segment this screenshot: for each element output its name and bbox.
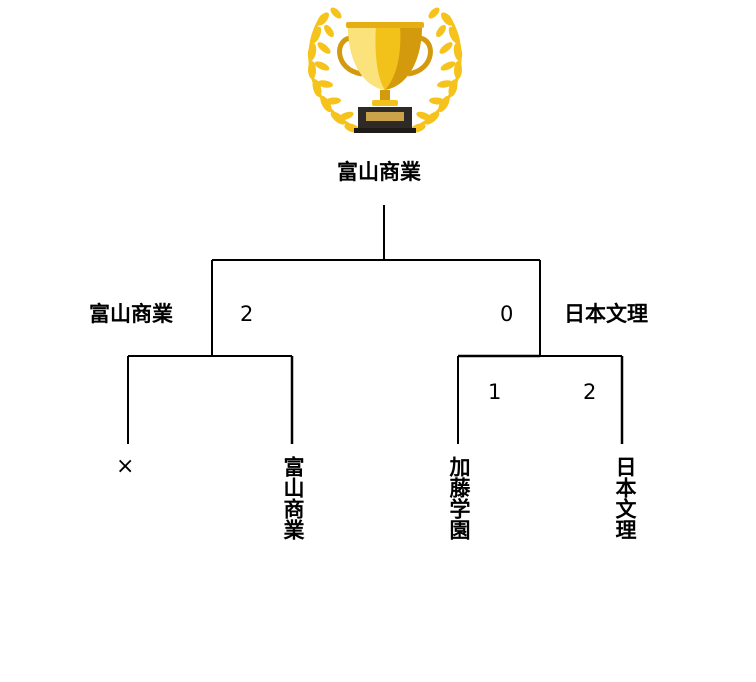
semifinal-left-team: 富山商業 bbox=[89, 302, 173, 326]
entry-team-2: 富山商業 bbox=[281, 456, 305, 540]
entry-bye-mark: × bbox=[116, 454, 135, 479]
semifinal-right-score: 0 bbox=[500, 302, 514, 326]
semifinal-left-score: 2 bbox=[240, 302, 254, 326]
laurel-left-icon bbox=[307, 7, 360, 133]
quarter-right-left-score: 1 bbox=[488, 380, 502, 404]
laurel-right-icon bbox=[410, 7, 463, 133]
entry-team-3: 加藤学園 bbox=[447, 456, 471, 540]
quarter-right-right-score: 2 bbox=[583, 380, 597, 404]
champion-label: 富山商業 bbox=[337, 160, 421, 184]
entry-team-4: 日本文理 bbox=[613, 456, 637, 540]
trophy-icon bbox=[307, 7, 463, 133]
semifinal-right-team: 日本文理 bbox=[564, 302, 648, 326]
